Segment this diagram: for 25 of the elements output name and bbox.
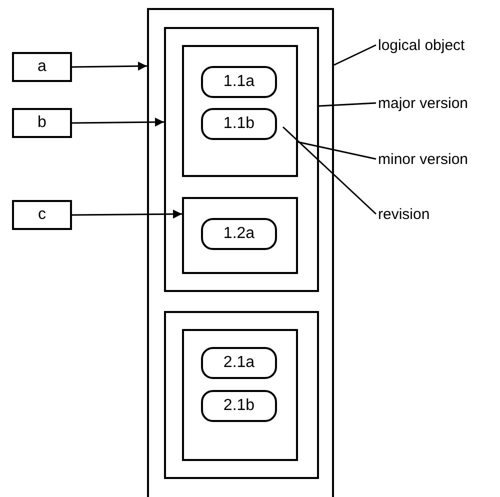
revision-pill: 1.1b bbox=[201, 108, 277, 140]
version-box bbox=[182, 45, 298, 177]
version-box bbox=[164, 311, 319, 479]
revision-pill: 2.1a bbox=[201, 347, 277, 379]
input-box: b bbox=[12, 108, 72, 138]
input-box: c bbox=[12, 200, 72, 230]
revision-pill: 1.2a bbox=[201, 218, 277, 250]
revision-pill: 1.1a bbox=[201, 66, 277, 98]
leader-line bbox=[334, 44, 376, 66]
version-box bbox=[182, 329, 298, 461]
version-box bbox=[164, 27, 319, 292]
leader-line bbox=[298, 141, 376, 160]
arrow bbox=[72, 118, 164, 127]
leader-line bbox=[282, 126, 377, 215]
label-text: major version bbox=[376, 92, 500, 114]
arrow bbox=[72, 210, 182, 219]
label-text: revision bbox=[376, 203, 500, 225]
revision-pill: 2.1b bbox=[201, 390, 277, 422]
version-box bbox=[182, 197, 298, 274]
arrow bbox=[72, 62, 148, 71]
input-box: a bbox=[12, 52, 72, 82]
label-text: logical object bbox=[376, 34, 500, 56]
object-box bbox=[147, 8, 334, 497]
label-text: minor version bbox=[376, 148, 500, 170]
leader-line bbox=[318, 102, 376, 107]
